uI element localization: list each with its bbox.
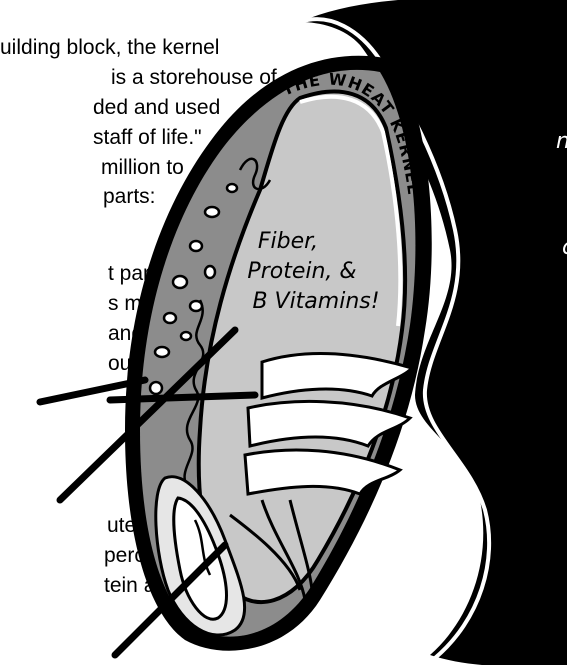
callout-line-2: Protein, & bbox=[247, 259, 356, 284]
bubble-fragment-1: n bbox=[556, 129, 567, 154]
callout-line-3: B Vitamins! bbox=[252, 289, 379, 314]
callout-line-1: Fiber, bbox=[258, 229, 318, 254]
bubble-fragment-2: c bbox=[562, 235, 567, 260]
